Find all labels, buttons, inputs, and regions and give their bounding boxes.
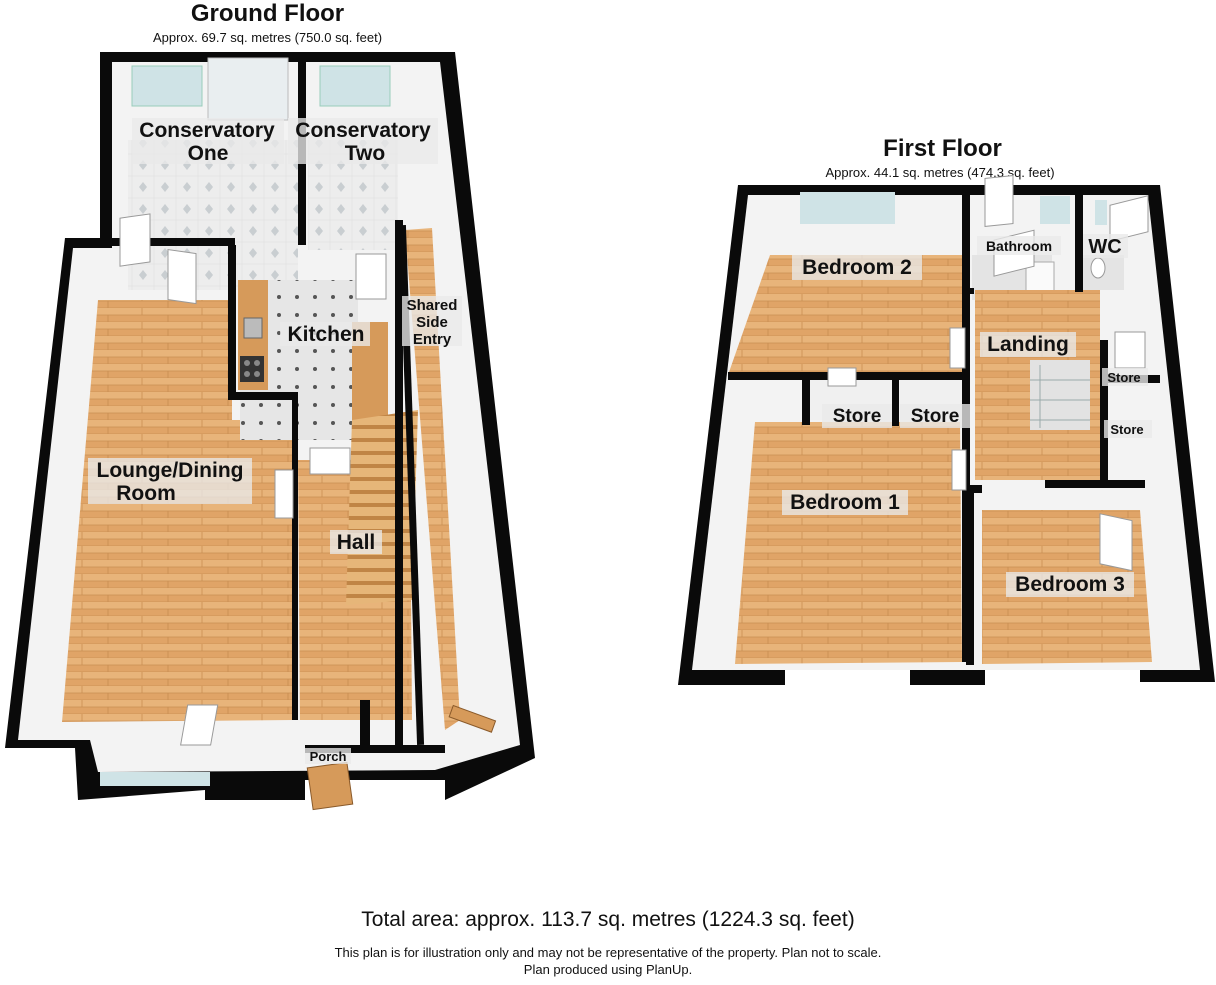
label-bathroom: Bathroom	[986, 238, 1052, 254]
label-conservatory-two-a: Conservatory	[295, 119, 431, 142]
label-store-middle: Store	[911, 406, 960, 427]
label-store-right-lower: Store	[1110, 422, 1143, 437]
label-shared-c: Entry	[413, 331, 452, 348]
label-conservatory-two-b: Two	[345, 142, 385, 165]
label-lounge-a: Lounge/Dining	[97, 459, 244, 482]
label-wc: WC	[1088, 236, 1121, 258]
label-shared-a: Shared	[407, 297, 458, 314]
label-hall: Hall	[337, 531, 376, 554]
ground-floor-area: Approx. 69.7 sq. metres (750.0 sq. feet)	[152, 30, 383, 45]
disclaimer-note: This plan is for illustration only and m…	[334, 945, 882, 960]
ground-floor-title: Ground Floor	[190, 0, 345, 27]
label-conservatory-one-b: One	[188, 142, 229, 165]
ground-floor-plan	[5, 52, 535, 811]
label-porch: Porch	[310, 749, 347, 764]
label-lounge-b: Room	[116, 482, 176, 505]
first-floor-area: Approx. 44.1 sq. metres (474.3 sq. feet)	[825, 165, 1055, 180]
label-landing: Landing	[987, 333, 1069, 356]
total-area: Total area: approx. 113.7 sq. metres (12…	[361, 908, 855, 931]
label-store-right-upper: Store	[1107, 370, 1140, 385]
label-store-left: Store	[833, 406, 882, 427]
first-floor-plan	[678, 174, 1215, 685]
label-bedroom-2: Bedroom 2	[802, 256, 912, 279]
planup-note: Plan produced using PlanUp.	[523, 962, 693, 977]
label-shared-b: Side	[416, 314, 448, 331]
label-kitchen: Kitchen	[287, 323, 364, 346]
first-floor-title: First Floor	[883, 135, 1002, 162]
label-conservatory-one-a: Conservatory	[139, 119, 275, 142]
label-bedroom-1: Bedroom 1	[790, 491, 900, 514]
label-bedroom-3: Bedroom 3	[1015, 573, 1125, 596]
